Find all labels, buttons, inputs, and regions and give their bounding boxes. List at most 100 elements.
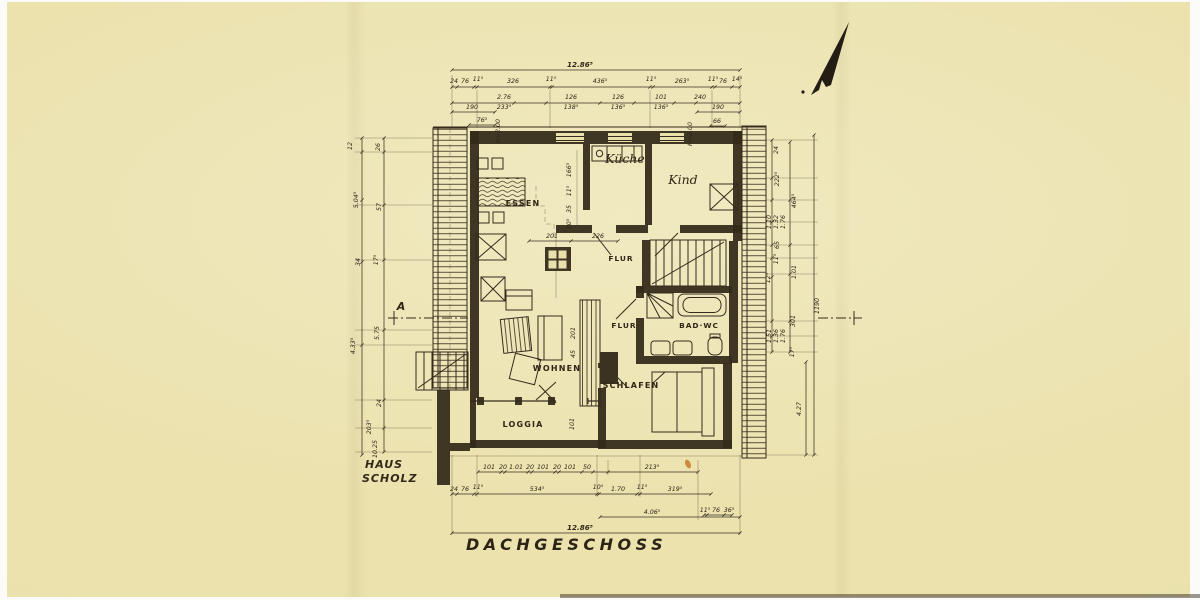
washbasins	[650, 340, 693, 356]
toilet	[707, 333, 723, 356]
room-label-essen: ESSEN	[506, 199, 541, 208]
dim-label: 11⁵	[773, 253, 780, 264]
dim-label: 190	[466, 104, 478, 111]
dim-label: 240	[694, 94, 706, 101]
bathroom-fixtures	[646, 292, 727, 356]
dim-label: 35	[566, 205, 573, 213]
chimney-block	[545, 247, 571, 271]
dim-label: 4.06⁵	[644, 509, 661, 516]
dim-label: 203⁵	[366, 419, 373, 434]
dim-label: 101	[655, 94, 667, 101]
dim-label: 2.76	[497, 94, 511, 101]
dim-label: 11⁵	[473, 484, 484, 491]
dim-label: 301	[790, 315, 797, 327]
room-labels: ESSEN Küche Kind FLUR FLUR BAD·WC WOHNEN…	[502, 151, 719, 429]
room-label-flur-lower: FLUR	[611, 321, 636, 330]
window-openings	[556, 133, 684, 142]
dim-label: 464⁵	[791, 193, 798, 208]
photo-edge-shadow	[560, 594, 1200, 598]
dim-label: 10⁵	[566, 218, 573, 229]
room-label-wohnen: WOHNEN	[533, 364, 581, 373]
bedroom-bed	[651, 367, 715, 437]
dim-label: 65	[774, 241, 781, 249]
dim-label: 326	[507, 78, 519, 85]
dim-label: 233⁵	[497, 104, 512, 111]
dim-label: H=2.00	[687, 122, 694, 146]
dim-label: 17⁵	[373, 254, 380, 265]
shower	[646, 292, 674, 319]
kitchen-counter	[591, 145, 643, 162]
dim-label: 101	[483, 464, 495, 471]
dim-label: 213⁵	[645, 464, 660, 471]
dimension-block-bottom: 101 20 1.01 20 101 20 101 50 213⁵ 24 76 …	[450, 455, 742, 535]
dim-label: 11⁵	[646, 76, 657, 83]
dim-label: 34	[355, 258, 362, 266]
bathtub	[677, 293, 727, 317]
dim-label: 50	[583, 464, 591, 471]
section-line-a: A	[388, 300, 862, 325]
dim-label: 4.33⁵	[350, 337, 357, 354]
dim-label: 101	[564, 464, 576, 471]
dim-label: 11⁵	[566, 185, 573, 196]
dim-label: 20	[526, 464, 534, 471]
dim-label: 66	[713, 118, 721, 125]
dim-label: 20	[553, 464, 561, 471]
dim-label: 101	[569, 418, 576, 430]
dim-label: 263⁵	[675, 78, 690, 85]
dim-label: 24	[773, 146, 780, 154]
dim-label: 76	[712, 507, 720, 514]
dim-label: 319⁵	[668, 486, 683, 493]
dim-label: 1.36	[773, 329, 780, 343]
external-staircase	[415, 351, 469, 391]
dim-label: 4.27	[796, 402, 803, 416]
dim-label: 126	[565, 94, 577, 101]
dim-label: 1.01	[791, 265, 798, 279]
dim-label: H=2.00	[495, 119, 502, 143]
dim-label: 11⁵	[473, 76, 484, 83]
flue-box	[480, 276, 506, 302]
captions: HAUS SCHOLZ DACHGESCHOSS	[362, 458, 663, 554]
dim-bottom-overall: 12.86⁵	[567, 523, 593, 532]
room-label-bad-wc: BAD·WC	[679, 321, 719, 330]
dim-label: 1.70	[611, 486, 625, 493]
loggia-wall	[450, 397, 742, 457]
furniture-essen	[475, 157, 555, 302]
staircase	[649, 239, 727, 287]
dim-label: 36⁵	[724, 507, 735, 514]
dim-label: 136⁵	[654, 104, 669, 111]
room-label-loggia: LOGGIA	[502, 420, 543, 429]
dimension-block-top: 12.86⁵ 24 76 11⁵ 326 11⁵ 436⁵ 11⁵ 263⁵ 1…	[450, 60, 743, 146]
dim-label: 136⁵	[611, 104, 626, 111]
furniture-wohnen	[499, 289, 563, 386]
dim-label: 14⁵	[732, 76, 743, 83]
dim-right-overall: 1190	[814, 298, 821, 314]
dim-label: 11⁵	[700, 507, 711, 514]
dim-label: 5.75	[374, 326, 381, 340]
dim-label: 76⁵	[477, 117, 488, 124]
dim-label: 436⁵	[593, 78, 608, 85]
roof-edge-right	[741, 125, 767, 459]
dim-label: 12	[347, 142, 354, 150]
dim-label: 57	[376, 203, 383, 211]
dim-label: 201	[546, 233, 558, 240]
dim-label: 1.76	[780, 215, 787, 229]
dim-label: 226	[592, 233, 604, 240]
dim-label: 20	[499, 464, 507, 471]
dimension-block-right: 24 222⁵ 464⁵ 1.10 1.32 1.76 65 11⁵ 1.01 …	[765, 133, 821, 457]
dim-label: 12⁵	[765, 272, 772, 283]
dim-label: 26	[375, 143, 382, 151]
dim-label: 1.51	[766, 329, 773, 343]
dimension-block-left: 12 26 5.04⁵ 57 34 17⁵ 5.75 4.33⁵ 24 203⁵…	[347, 136, 432, 458]
dim-label: 201	[570, 327, 577, 339]
dim-label: 534⁵	[530, 486, 545, 493]
dim-label: 76	[461, 486, 469, 493]
dim-label: 166⁵	[566, 162, 573, 177]
room-label-flur-upper: FLUR	[608, 254, 633, 263]
dim-label: 126	[612, 94, 624, 101]
dim-label: 24	[450, 78, 458, 85]
section-marker-a: A	[396, 300, 406, 313]
dim-label: 190	[712, 104, 724, 111]
room-label-kind: Kind	[667, 172, 697, 187]
dim-label: 5.04⁵	[353, 191, 360, 208]
dim-label: 76	[461, 78, 469, 85]
